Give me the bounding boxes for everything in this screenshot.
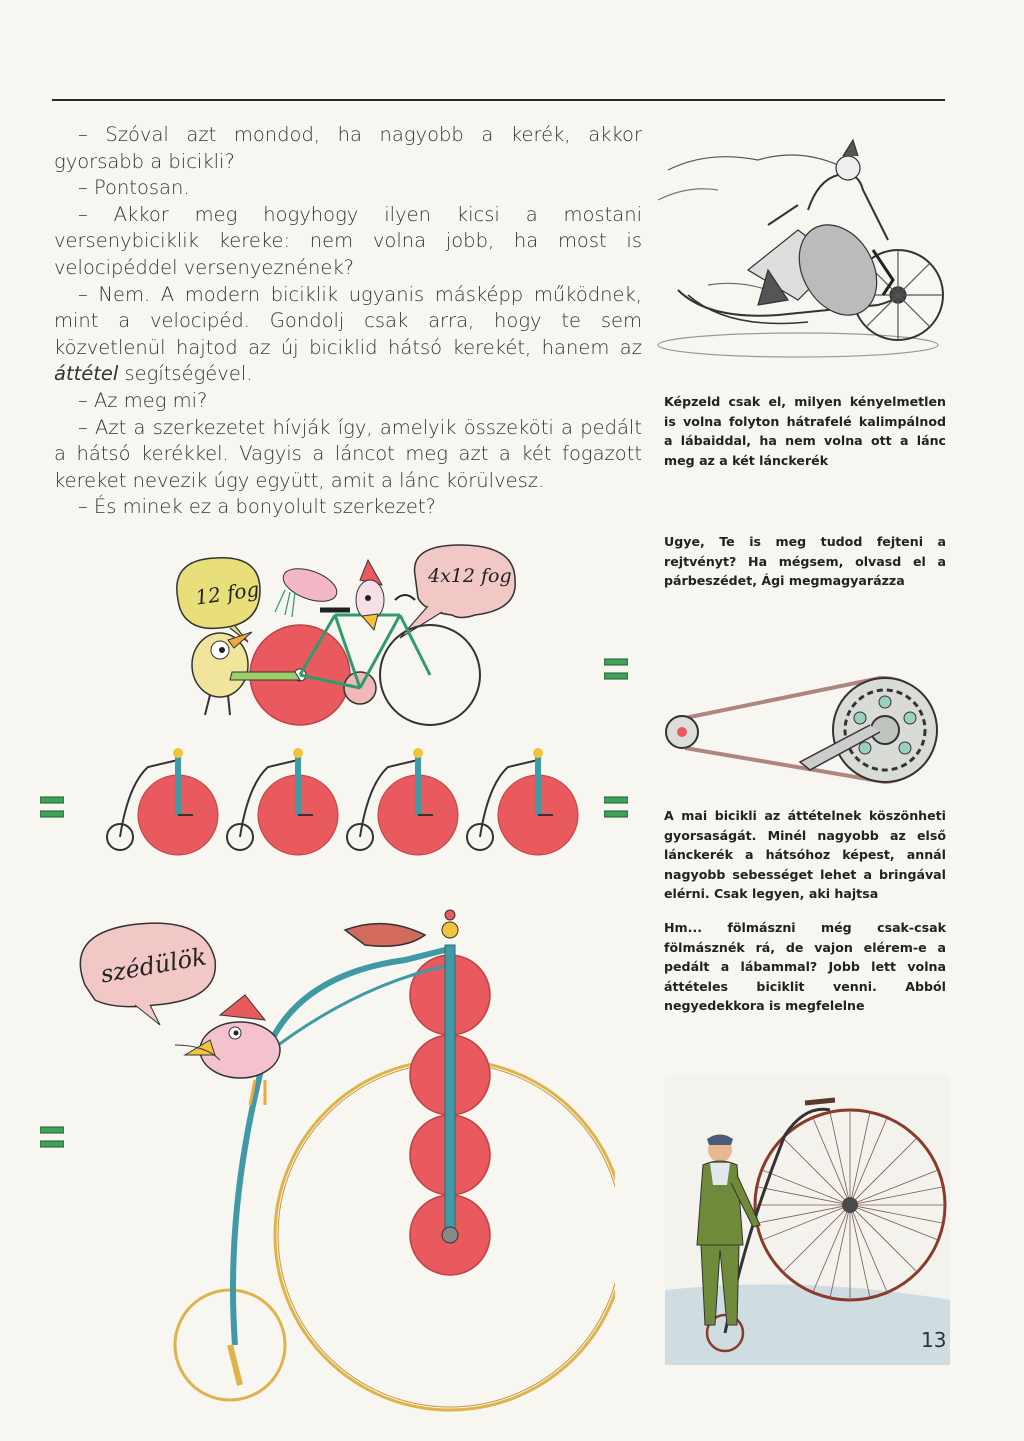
equals-sign-1 — [604, 658, 628, 680]
dialog-line-4-b: segítségével. — [118, 362, 253, 386]
equals-sign-4 — [40, 1126, 64, 1148]
rooster-bird — [174, 994, 281, 1106]
dialog-line-4-a: – Nem. A modern biciklik ugyanis másképp… — [54, 282, 642, 359]
dialog-line-3: – Akkor meg hogyhogy ilyen kicsi a mosta… — [54, 202, 642, 279]
rebus-bicycle-illustration: 12 fog 4x12 fog — [176, 544, 516, 726]
dialog-line-5: – Az meg mi? — [78, 388, 208, 412]
caption-gear-ratio: A mai bicikli az áttételnek köszönheti g… — [664, 808, 946, 901]
chainring-illustration — [665, 675, 938, 785]
top-rule — [52, 99, 945, 101]
equals-sign-2 — [40, 796, 64, 818]
small-penny-farthing-4 — [466, 748, 579, 856]
photo-small-wheel — [705, 1313, 745, 1353]
page-number: 13 — [921, 1328, 947, 1352]
bubble-12-fog: 12 fog — [176, 557, 261, 643]
dialog-line-7: – És minek ez a bonyolult szerkezet? — [78, 495, 436, 519]
dialog-line-2: – Pontosan. — [78, 176, 190, 200]
engraving-rider-illustration — [657, 138, 944, 358]
large-rear-wheel — [173, 1288, 287, 1402]
bubble-szedulok: szédülök — [79, 922, 217, 1026]
small-penny-farthing-3 — [346, 748, 459, 856]
saddle — [343, 922, 427, 947]
equals-sign-3 — [604, 796, 628, 818]
large-penny-farthing-illustration: szédülök — [79, 909, 615, 1412]
dialog-text: – Szóval azt mondod, ha nagyobb a kerék,… — [54, 122, 642, 521]
dialog-line-4: – Nem. A modern biciklik ugyanis másképp… — [54, 282, 642, 388]
bubble-4x12-fog-text: 4x12 fog — [427, 565, 512, 587]
rebus-front-wheel — [379, 624, 481, 726]
penny-farthing-photo-illustration — [665, 1075, 950, 1365]
small-penny-farthing-2 — [226, 748, 339, 856]
four-penny-farthings — [106, 748, 579, 856]
photo-man — [696, 1134, 761, 1326]
dialog-line-6: – Azt a szerkezetet hívják így, amelyik … — [54, 415, 642, 492]
caption-climb: Hm... fölmászni még csak-csak fölmásznék… — [664, 920, 946, 1013]
small-penny-farthing-1 — [106, 748, 219, 856]
caption-chain-comfort: Képzeld csak el, milyen kényelmetlen is … — [664, 394, 946, 468]
dialog-line-1: – Szóval azt mondod, ha nagyobb a kerék,… — [54, 123, 642, 173]
caption-puzzle: Ugye, Te is meg tudod fejteni a rejtvény… — [664, 534, 946, 588]
dialog-term-attetel: áttétel — [54, 362, 119, 386]
bubble-4x12-fog: 4x12 fog — [399, 544, 516, 639]
